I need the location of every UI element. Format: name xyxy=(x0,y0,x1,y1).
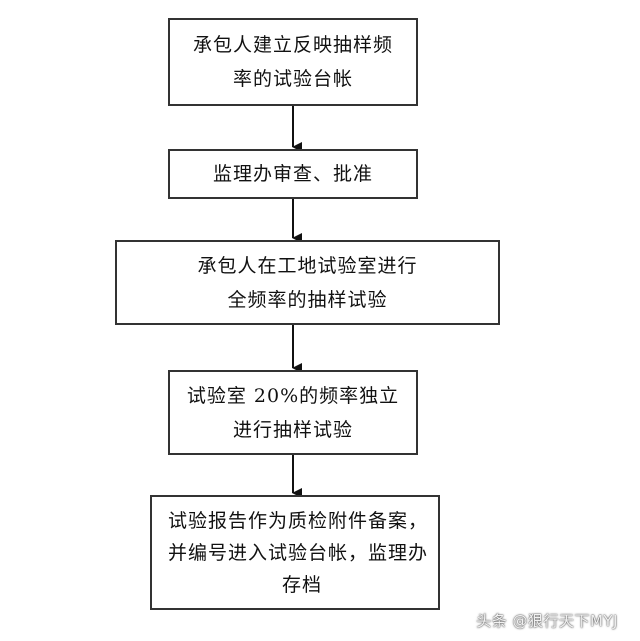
watermark-text: 头条 @狠行天下MYJ xyxy=(476,612,618,630)
step-box-3: 承包人在工地试验室进行 全频率的抽样试验 xyxy=(115,240,500,325)
step-box-1: 承包人建立反映抽样频 率的试验台帐 xyxy=(168,18,418,106)
step-box-4: 试验室 20%的频率独立 进行抽样试验 xyxy=(168,370,418,455)
step-3-line-1: 承包人在工地试验室进行 xyxy=(197,254,418,277)
step-box-5: 试验报告作为质检附件备案， 并编号进入试验台帐，监理办 存档 xyxy=(150,495,440,610)
step-1-line-1: 承包人建立反映抽样频 xyxy=(192,34,393,56)
step-5-line-1: 试验报告作为质检附件备案， xyxy=(168,509,429,532)
step-box-2: 监理办审查、批准 xyxy=(168,149,418,199)
step-2-line-1: 监理办审查、批准 xyxy=(212,163,373,185)
step-1-line-2: 率的试验台帐 xyxy=(232,68,353,90)
step-4-line-2: 进行抽样试验 xyxy=(232,418,353,441)
step-4-line-1: 试验室 20%的频率独立 xyxy=(186,384,400,407)
step-5-line-2: 并编号进入试验台帐，监理办 xyxy=(168,541,429,564)
step-3-line-2: 全频率的抽样试验 xyxy=(227,288,388,311)
step-5-line-3: 存档 xyxy=(282,573,323,596)
